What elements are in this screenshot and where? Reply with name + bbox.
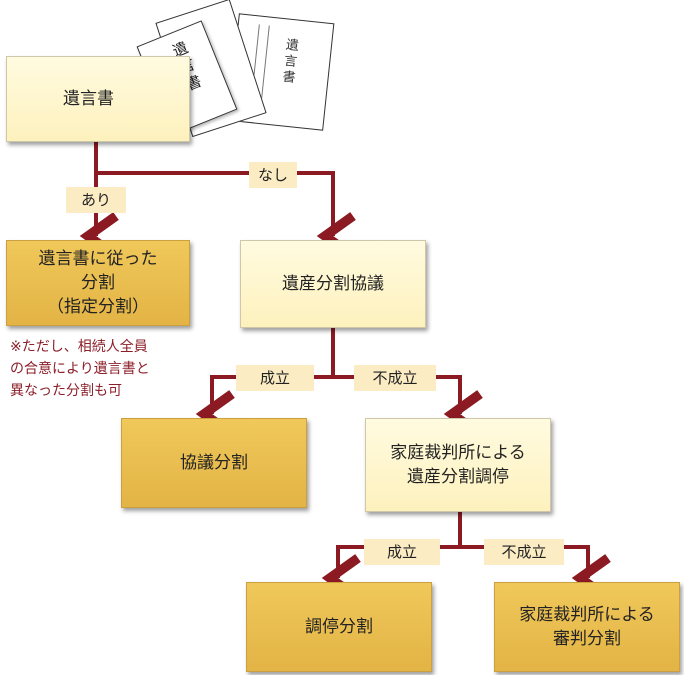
node-agreement-division-text: 協議分割 [180,453,248,473]
label-no: なし [249,162,297,188]
node-family-court-mediation: 家庭裁判所による 遺産分割調停 [365,418,551,512]
node-will: 遺言書 [6,56,190,142]
node-follow-will-line1: 遺言書に従った [38,249,158,269]
label-success-1: 成立 [236,365,314,391]
node-mediation-line2: 遺産分割調停 [407,467,509,487]
back-card-text: 遺言書 [278,37,299,87]
label-yes: あり [66,187,126,213]
node-court-judgment: 家庭裁判所による 審判分割 [494,582,680,672]
connector-will-to-agreement [96,171,356,260]
node-judgment-line1: 家庭裁判所による [519,605,655,625]
label-fail-1: 不成立 [354,365,436,391]
node-mediation-division-text: 調停分割 [305,617,373,637]
node-will-text: 遺言書 [63,89,114,109]
node-mediation-division: 調停分割 [246,582,432,672]
exception-note: ※ただし、相続人全員 の合意により遺言書と 異なった分割も可 [10,339,150,399]
node-follow-will: 遺言書に従った 分割 （指定分割） [6,240,190,326]
node-follow-will-line3: （指定分割） [47,297,149,317]
node-judgment-line2: 審判分割 [553,629,621,649]
label-success-2: 成立 [364,539,440,565]
node-estate-agreement-text: 遺産分割協議 [282,274,384,294]
node-estate-agreement: 遺産分割協議 [240,240,426,328]
node-mediation-line1: 家庭裁判所による [390,443,526,463]
node-agreement-division: 協議分割 [121,418,307,508]
label-fail-2: 不成立 [484,539,564,565]
node-follow-will-line2: 分割 [81,273,115,293]
